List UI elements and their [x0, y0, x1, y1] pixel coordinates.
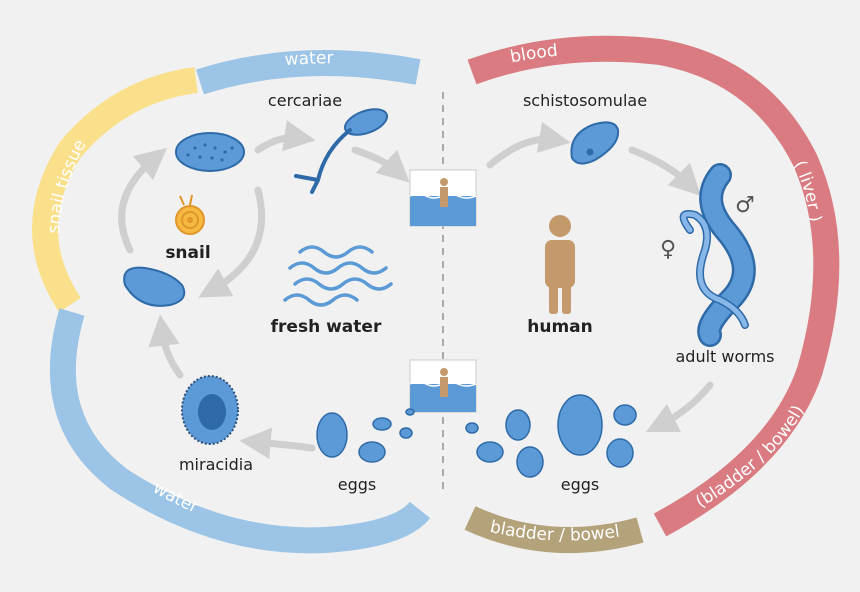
snail-label: snail [165, 243, 210, 263]
human-label: human [527, 317, 593, 337]
eggs-left-icon [316, 408, 415, 463]
female-symbol: ♀ [660, 237, 676, 262]
snail-tissue-arc [32, 67, 198, 313]
arrow-snail-down [198, 186, 265, 298]
water-arc-bottom [49, 308, 431, 554]
bladder-bowel-right-label: (bladder / bowel) [692, 402, 808, 512]
cercaria-icon [294, 108, 389, 194]
eggs-right-icon [465, 394, 637, 478]
arrow-to-schistosomulae [486, 121, 571, 169]
fresh-water-label: fresh water [271, 317, 382, 337]
blood-arc [467, 35, 840, 537]
bladder-bowel-arc [464, 506, 644, 554]
schistosomula-icon [570, 121, 620, 165]
sporocyst-top-icon [175, 132, 245, 172]
adult-worms-label: adult worms [676, 347, 775, 366]
sporocyst-bottom-icon [123, 266, 186, 307]
water-exposure-top-icon [409, 169, 477, 227]
arrow-eggs-to-miracidia [239, 427, 316, 460]
miracidia-label: miracidia [179, 455, 253, 474]
schistosomulae-label: schistosomulae [523, 91, 647, 110]
eggs-right-label: eggs [561, 475, 600, 494]
male-symbol: ♂ [735, 193, 755, 218]
arrow-miracidia-to-snail [148, 314, 184, 379]
arrow-cercariae-to-water [351, 146, 410, 183]
water-exposure-bottom-icon [409, 359, 477, 413]
eggs-left-label: eggs [338, 475, 377, 494]
arrow-worms-to-eggs [645, 381, 714, 433]
miracidium-icon [181, 375, 239, 445]
fresh-water-waves-icon [283, 245, 393, 307]
human-icon [545, 215, 575, 314]
adult-worms-icon [679, 163, 756, 347]
arrow-snail-up [118, 147, 168, 254]
snail-icon [175, 194, 205, 235]
water-top-label: water [284, 48, 333, 70]
arrow-to-cercariae [254, 120, 316, 154]
water-arc-top [196, 50, 421, 95]
arrow-to-adult-worms [628, 146, 702, 197]
cercariae-label: cercariae [268, 91, 342, 110]
